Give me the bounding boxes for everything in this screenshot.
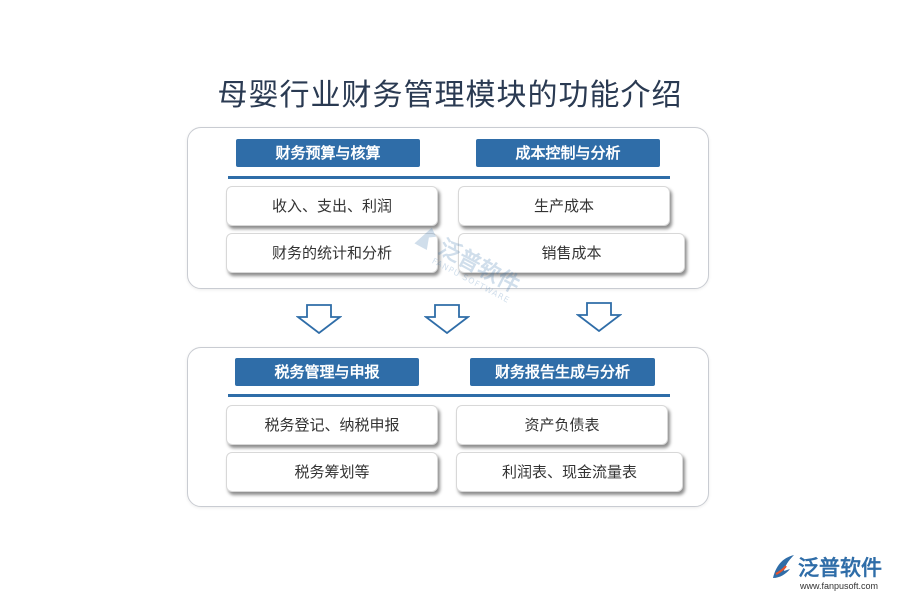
- item-income-cashflow: 利润表、现金流量表: [456, 452, 683, 492]
- arrow-down-icon: [424, 304, 470, 334]
- brand-name: 泛普软件: [798, 556, 882, 580]
- header-tax-management: 税务管理与申报: [235, 358, 419, 386]
- fanpu-logo-icon: [773, 555, 794, 578]
- panel-finance-cost: 财务预算与核算 成本控制与分析 收入、支出、利润 财务的统计和分析 生产成本 销…: [187, 127, 709, 289]
- fanpu-logo-icon: [414, 227, 437, 250]
- arrow-down-icon: [296, 304, 342, 334]
- item-production-cost: 生产成本: [458, 186, 670, 226]
- header-budget-accounting: 财务预算与核算: [236, 139, 420, 167]
- item-income-expense-profit: 收入、支出、利润: [226, 186, 438, 226]
- item-sales-cost: 销售成本: [458, 233, 685, 273]
- item-tax-planning: 税务筹划等: [226, 452, 438, 492]
- item-balance-sheet: 资产负债表: [456, 405, 668, 445]
- divider-line: [228, 394, 670, 397]
- header-financial-report: 财务报告生成与分析: [470, 358, 655, 386]
- brand-logo: 泛普软件 www.fanpusoft.com: [770, 550, 895, 596]
- panel-tax-report: 税务管理与申报 财务报告生成与分析 税务登记、纳税申报 税务筹划等 资产负债表 …: [187, 347, 709, 507]
- page-title: 母婴行业财务管理模块的功能介绍: [217, 78, 683, 113]
- item-finance-statistics: 财务的统计和分析: [226, 233, 438, 273]
- header-cost-control: 成本控制与分析: [476, 139, 660, 167]
- item-tax-registration: 税务登记、纳税申报: [226, 405, 438, 445]
- watermark: 泛普软件 FANPU SOFTWARE: [399, 215, 540, 325]
- brand-url: www.fanpusoft.com: [800, 581, 879, 591]
- divider-line: [228, 176, 670, 179]
- arrow-down-icon: [576, 302, 622, 332]
